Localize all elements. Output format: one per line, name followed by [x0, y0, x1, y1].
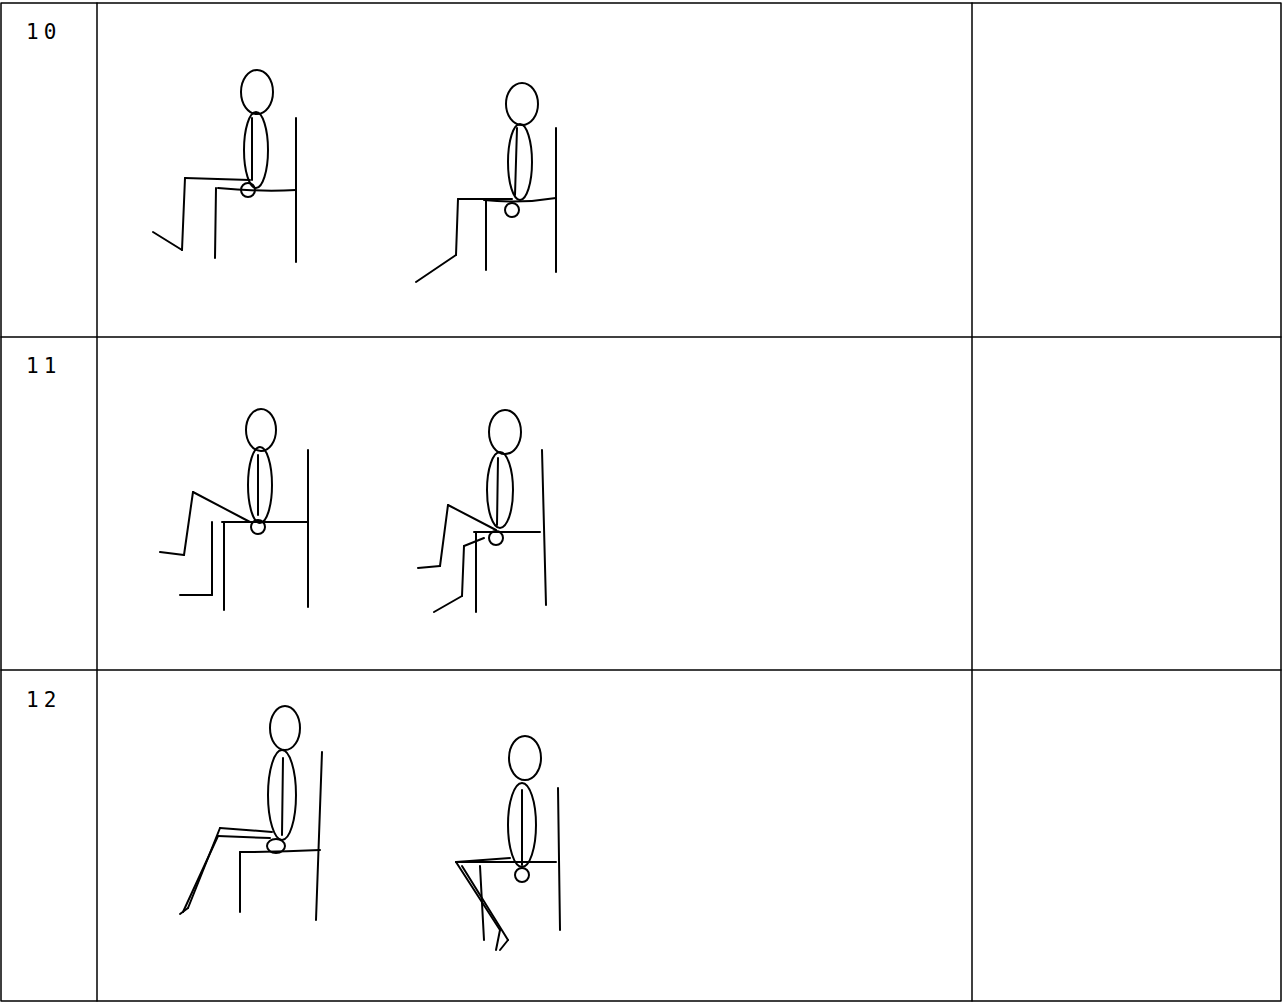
- row-number: 10: [26, 22, 61, 43]
- sitting-figure: [418, 410, 546, 612]
- sitting-figure: [153, 70, 296, 262]
- row-number: 11: [26, 356, 61, 377]
- sitting-figure: [416, 83, 556, 282]
- row-number: 12: [26, 690, 61, 711]
- table-grid: [1, 3, 1281, 1001]
- sitting-figure: [180, 706, 322, 920]
- sitting-figure: [160, 409, 308, 610]
- sitting-figure: [456, 736, 560, 950]
